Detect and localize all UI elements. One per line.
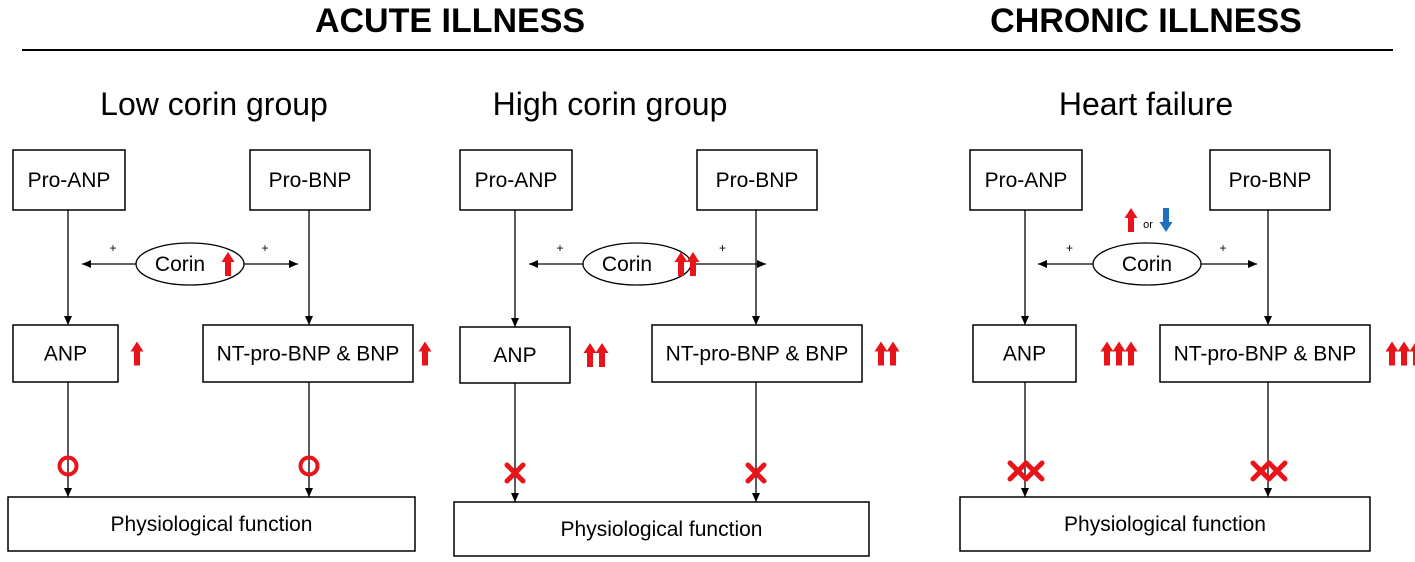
pro-bnp-box: Pro-BNP: [249, 149, 371, 211]
physiological-function-box-frame: [7, 496, 416, 552]
pro-bnp-box-frame: [249, 149, 371, 211]
heading-acute-illness: ACUTE ILLNESS: [315, 2, 585, 40]
cross-icon: [1266, 460, 1288, 482]
anp-box: ANP: [972, 324, 1077, 383]
pro-anp-box: Pro-ANP: [969, 149, 1083, 211]
physiological-function-box-label: Physiological function: [1064, 513, 1266, 536]
or-label: or: [1143, 219, 1153, 231]
up-arrow-icon: [886, 341, 900, 366]
pro-bnp-box-frame: [696, 149, 818, 211]
up-arrow-icon: [1397, 341, 1411, 366]
up-arrow-icon: [221, 252, 235, 276]
pro-anp-box-label: Pro-ANP: [475, 169, 558, 192]
corin-ellipse: [1092, 242, 1202, 286]
up-arrow-icon: [686, 252, 700, 276]
bnp-box: NT-pro-BNP & BNP: [1159, 324, 1371, 383]
plus-sign-right: +: [1219, 241, 1226, 255]
anp-box-frame: [459, 326, 571, 384]
pro-bnp-box: Pro-BNP: [1209, 149, 1331, 211]
plus-sign-left: +: [1066, 241, 1073, 255]
anp-box-label: ANP: [1003, 343, 1046, 366]
cross-icon: [745, 462, 767, 484]
up-arrow-icon: [418, 341, 432, 366]
pro-bnp-box-label: Pro-BNP: [1229, 169, 1312, 192]
physiological-function-box-frame: [959, 496, 1371, 552]
up-arrow-icon: [874, 341, 888, 366]
bnp-box-frame: [1159, 324, 1371, 383]
pro-anp-box-frame: [459, 149, 573, 211]
bnp-box-frame: [651, 324, 863, 383]
anp-box-frame: [972, 324, 1077, 383]
cross-icon: [1007, 460, 1029, 482]
anp-box-label: ANP: [44, 343, 87, 366]
bnp-box-label: NT-pro-BNP & BNP: [666, 343, 849, 366]
pro-bnp-box-label: Pro-BNP: [269, 169, 352, 192]
pro-bnp-box-label: Pro-BNP: [716, 169, 799, 192]
anp-box-frame: [12, 324, 119, 383]
cross-icon: [504, 462, 526, 484]
panel-title: High corin group: [493, 86, 728, 122]
plus-sign-left: +: [109, 241, 116, 255]
bnp-box-label: NT-pro-BNP & BNP: [217, 343, 400, 366]
anp-box: ANP: [12, 324, 119, 383]
up-arrow-icon: [1100, 341, 1114, 366]
physiological-function-box: Physiological function: [959, 496, 1371, 552]
pro-anp-box-frame: [969, 149, 1083, 211]
corin-ellipse: [135, 242, 245, 286]
circle-icon: [298, 455, 320, 477]
up-arrow-icon: [1112, 341, 1126, 366]
heading-chronic-illness: CHRONIC ILLNESS: [990, 2, 1302, 40]
up-arrow-icon: [1124, 341, 1138, 366]
plus-sign-right: +: [261, 241, 268, 255]
physiological-function-box: Physiological function: [7, 496, 416, 552]
physiological-function-box: Physiological function: [453, 501, 870, 557]
bnp-box-frame: [202, 324, 414, 383]
up-arrow-icon: [583, 343, 597, 367]
up-arrow-icon: [595, 343, 609, 367]
corin-label: Corin: [602, 253, 652, 276]
physiological-function-box-label: Physiological function: [111, 513, 313, 536]
physiological-function-box-frame: [453, 501, 870, 557]
bnp-box-label: NT-pro-BNP & BNP: [1174, 343, 1357, 366]
bnp-box: NT-pro-BNP & BNP: [651, 324, 863, 383]
pro-bnp-box: Pro-BNP: [696, 149, 818, 211]
up-arrow-icon: [130, 341, 144, 366]
pro-anp-box-label: Pro-ANP: [985, 169, 1068, 192]
pro-anp-box-label: Pro-ANP: [28, 169, 111, 192]
cross-icon: [1250, 460, 1272, 482]
anp-box-label: ANP: [493, 344, 536, 367]
plus-sign-right: +: [719, 241, 726, 255]
panel-title: Heart failure: [1059, 86, 1233, 122]
cross-icon: [1023, 460, 1045, 482]
anp-box: ANP: [459, 326, 571, 384]
pro-anp-box: Pro-ANP: [459, 149, 573, 211]
up-arrow-icon: [674, 252, 688, 276]
corin-label: Corin: [155, 253, 205, 276]
pro-anp-box-frame: [12, 149, 126, 211]
physiological-function-box-label: Physiological function: [561, 518, 763, 541]
up-arrow-icon: [1385, 341, 1399, 366]
pro-anp-box: Pro-ANP: [12, 149, 126, 211]
panel-title: Low corin group: [100, 86, 328, 122]
down-arrow-icon: [1159, 208, 1173, 232]
bnp-box: NT-pro-BNP & BNP: [202, 324, 414, 383]
corin-label: Corin: [1122, 253, 1172, 276]
plus-sign-left: +: [556, 241, 563, 255]
up-arrow-icon: [1124, 208, 1138, 232]
circle-icon: [57, 455, 79, 477]
pro-bnp-box-frame: [1209, 149, 1331, 211]
up-arrow-icon: [1409, 343, 1415, 366]
